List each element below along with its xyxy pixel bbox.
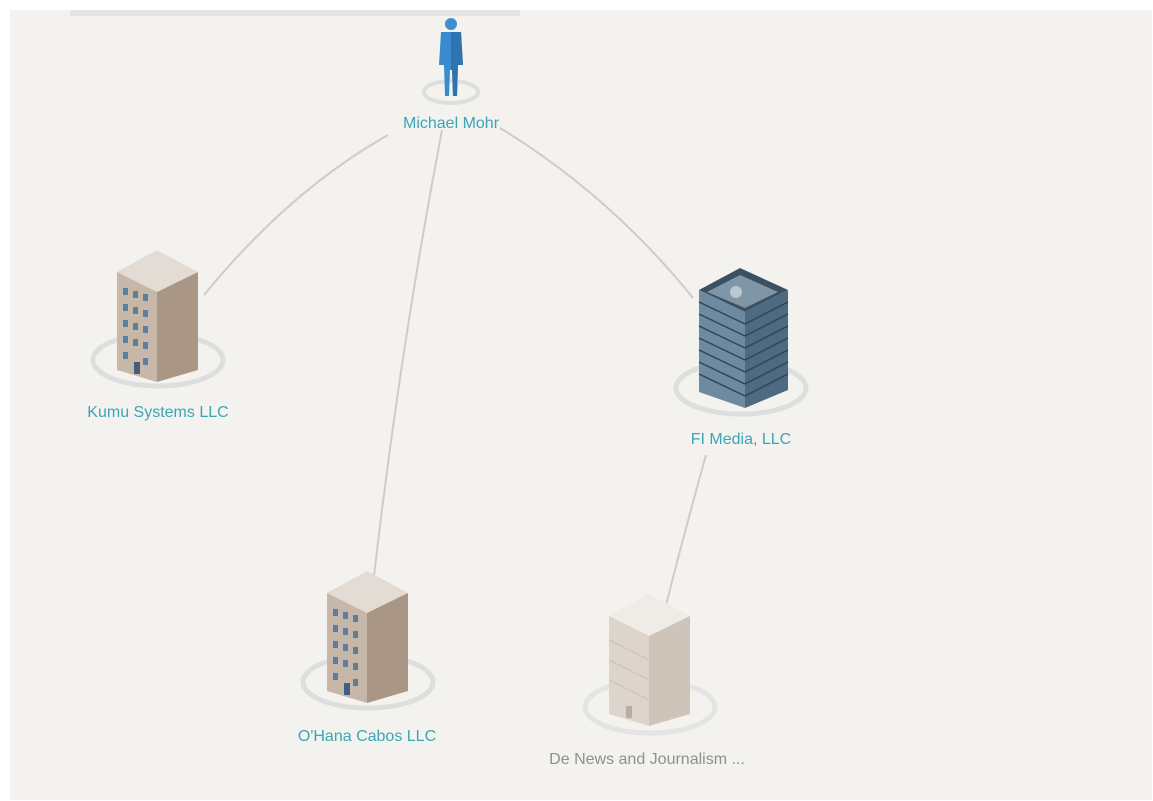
node-label: Michael Mohr xyxy=(403,115,500,132)
building-beige-icon xyxy=(327,571,408,703)
header-strip xyxy=(70,10,520,16)
node-kumu-systems[interactable]: Kumu Systems LLC xyxy=(87,250,229,421)
edges-layer xyxy=(203,127,707,606)
node-label: FI Media, LLC xyxy=(691,431,791,448)
node-fi-media[interactable]: FI Media, LLC xyxy=(673,268,809,448)
node-ohana-cabos[interactable]: O'Hana Cabos LLC xyxy=(298,571,436,745)
node-ring xyxy=(422,79,480,105)
edge-michael-fimedia xyxy=(499,127,694,299)
network-graph: Michael Mohr Kumu Systems LLC xyxy=(87,18,809,768)
node-michael-mohr[interactable]: Michael Mohr xyxy=(403,18,500,132)
person-icon xyxy=(439,18,463,96)
edge-fimedia-denews xyxy=(665,454,707,606)
node-label: O'Hana Cabos LLC xyxy=(298,728,436,745)
node-de-news[interactable]: De News and Journalism ... xyxy=(549,594,745,768)
node-label: Kumu Systems LLC xyxy=(87,404,228,421)
edge-michael-kumu xyxy=(203,134,389,296)
edge-michael-ohana xyxy=(373,129,443,577)
building-beige-icon xyxy=(117,250,198,382)
node-label: De News and Journalism ... xyxy=(549,751,745,768)
building-faded-icon xyxy=(608,594,690,726)
building-blue-glass-icon xyxy=(698,268,789,408)
network-graph-canvas[interactable]: Michael Mohr Kumu Systems LLC xyxy=(10,10,1152,800)
